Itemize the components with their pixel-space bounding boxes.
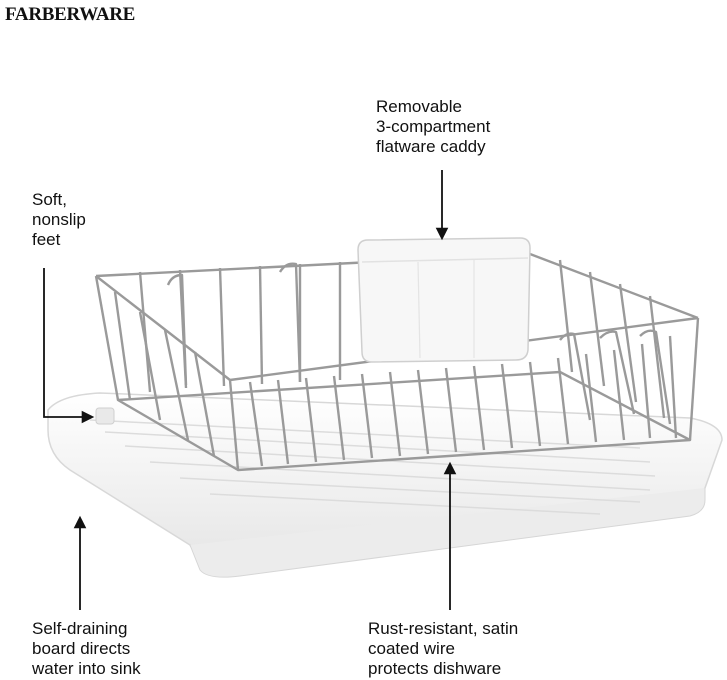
callout-line: Removable bbox=[376, 97, 462, 116]
callout-line: Soft, bbox=[32, 190, 67, 209]
nonslip-foot bbox=[95, 407, 115, 425]
callout-draining-board: Self-draining board directs water into s… bbox=[32, 619, 141, 679]
callout-nonslip-feet: Soft, nonslip feet bbox=[32, 190, 86, 250]
callout-line: coated wire bbox=[368, 639, 455, 658]
brand-logo: FARBERWARE bbox=[5, 4, 136, 25]
callout-line: Self-draining bbox=[32, 619, 128, 638]
callout-line: 3-compartment bbox=[376, 117, 491, 136]
flatware-caddy bbox=[357, 237, 531, 363]
callout-line: feet bbox=[32, 230, 61, 249]
callout-arrows bbox=[43, 170, 457, 610]
callout-line: Rust-resistant, satin bbox=[368, 619, 519, 638]
callout-line: water into sink bbox=[32, 659, 141, 678]
callout-flatware-caddy: Removable 3-compartment flatware caddy bbox=[376, 97, 490, 157]
callout-coated-wire: Rust-resistant, satin coated wire protec… bbox=[368, 619, 518, 679]
arrow-feet bbox=[43, 268, 95, 424]
callout-line: nonslip bbox=[32, 210, 86, 229]
callout-line: flatware caddy bbox=[376, 137, 486, 156]
callout-line: board directs bbox=[32, 639, 131, 658]
drain-board bbox=[47, 392, 723, 578]
callout-line: protects dishware bbox=[368, 659, 502, 678]
